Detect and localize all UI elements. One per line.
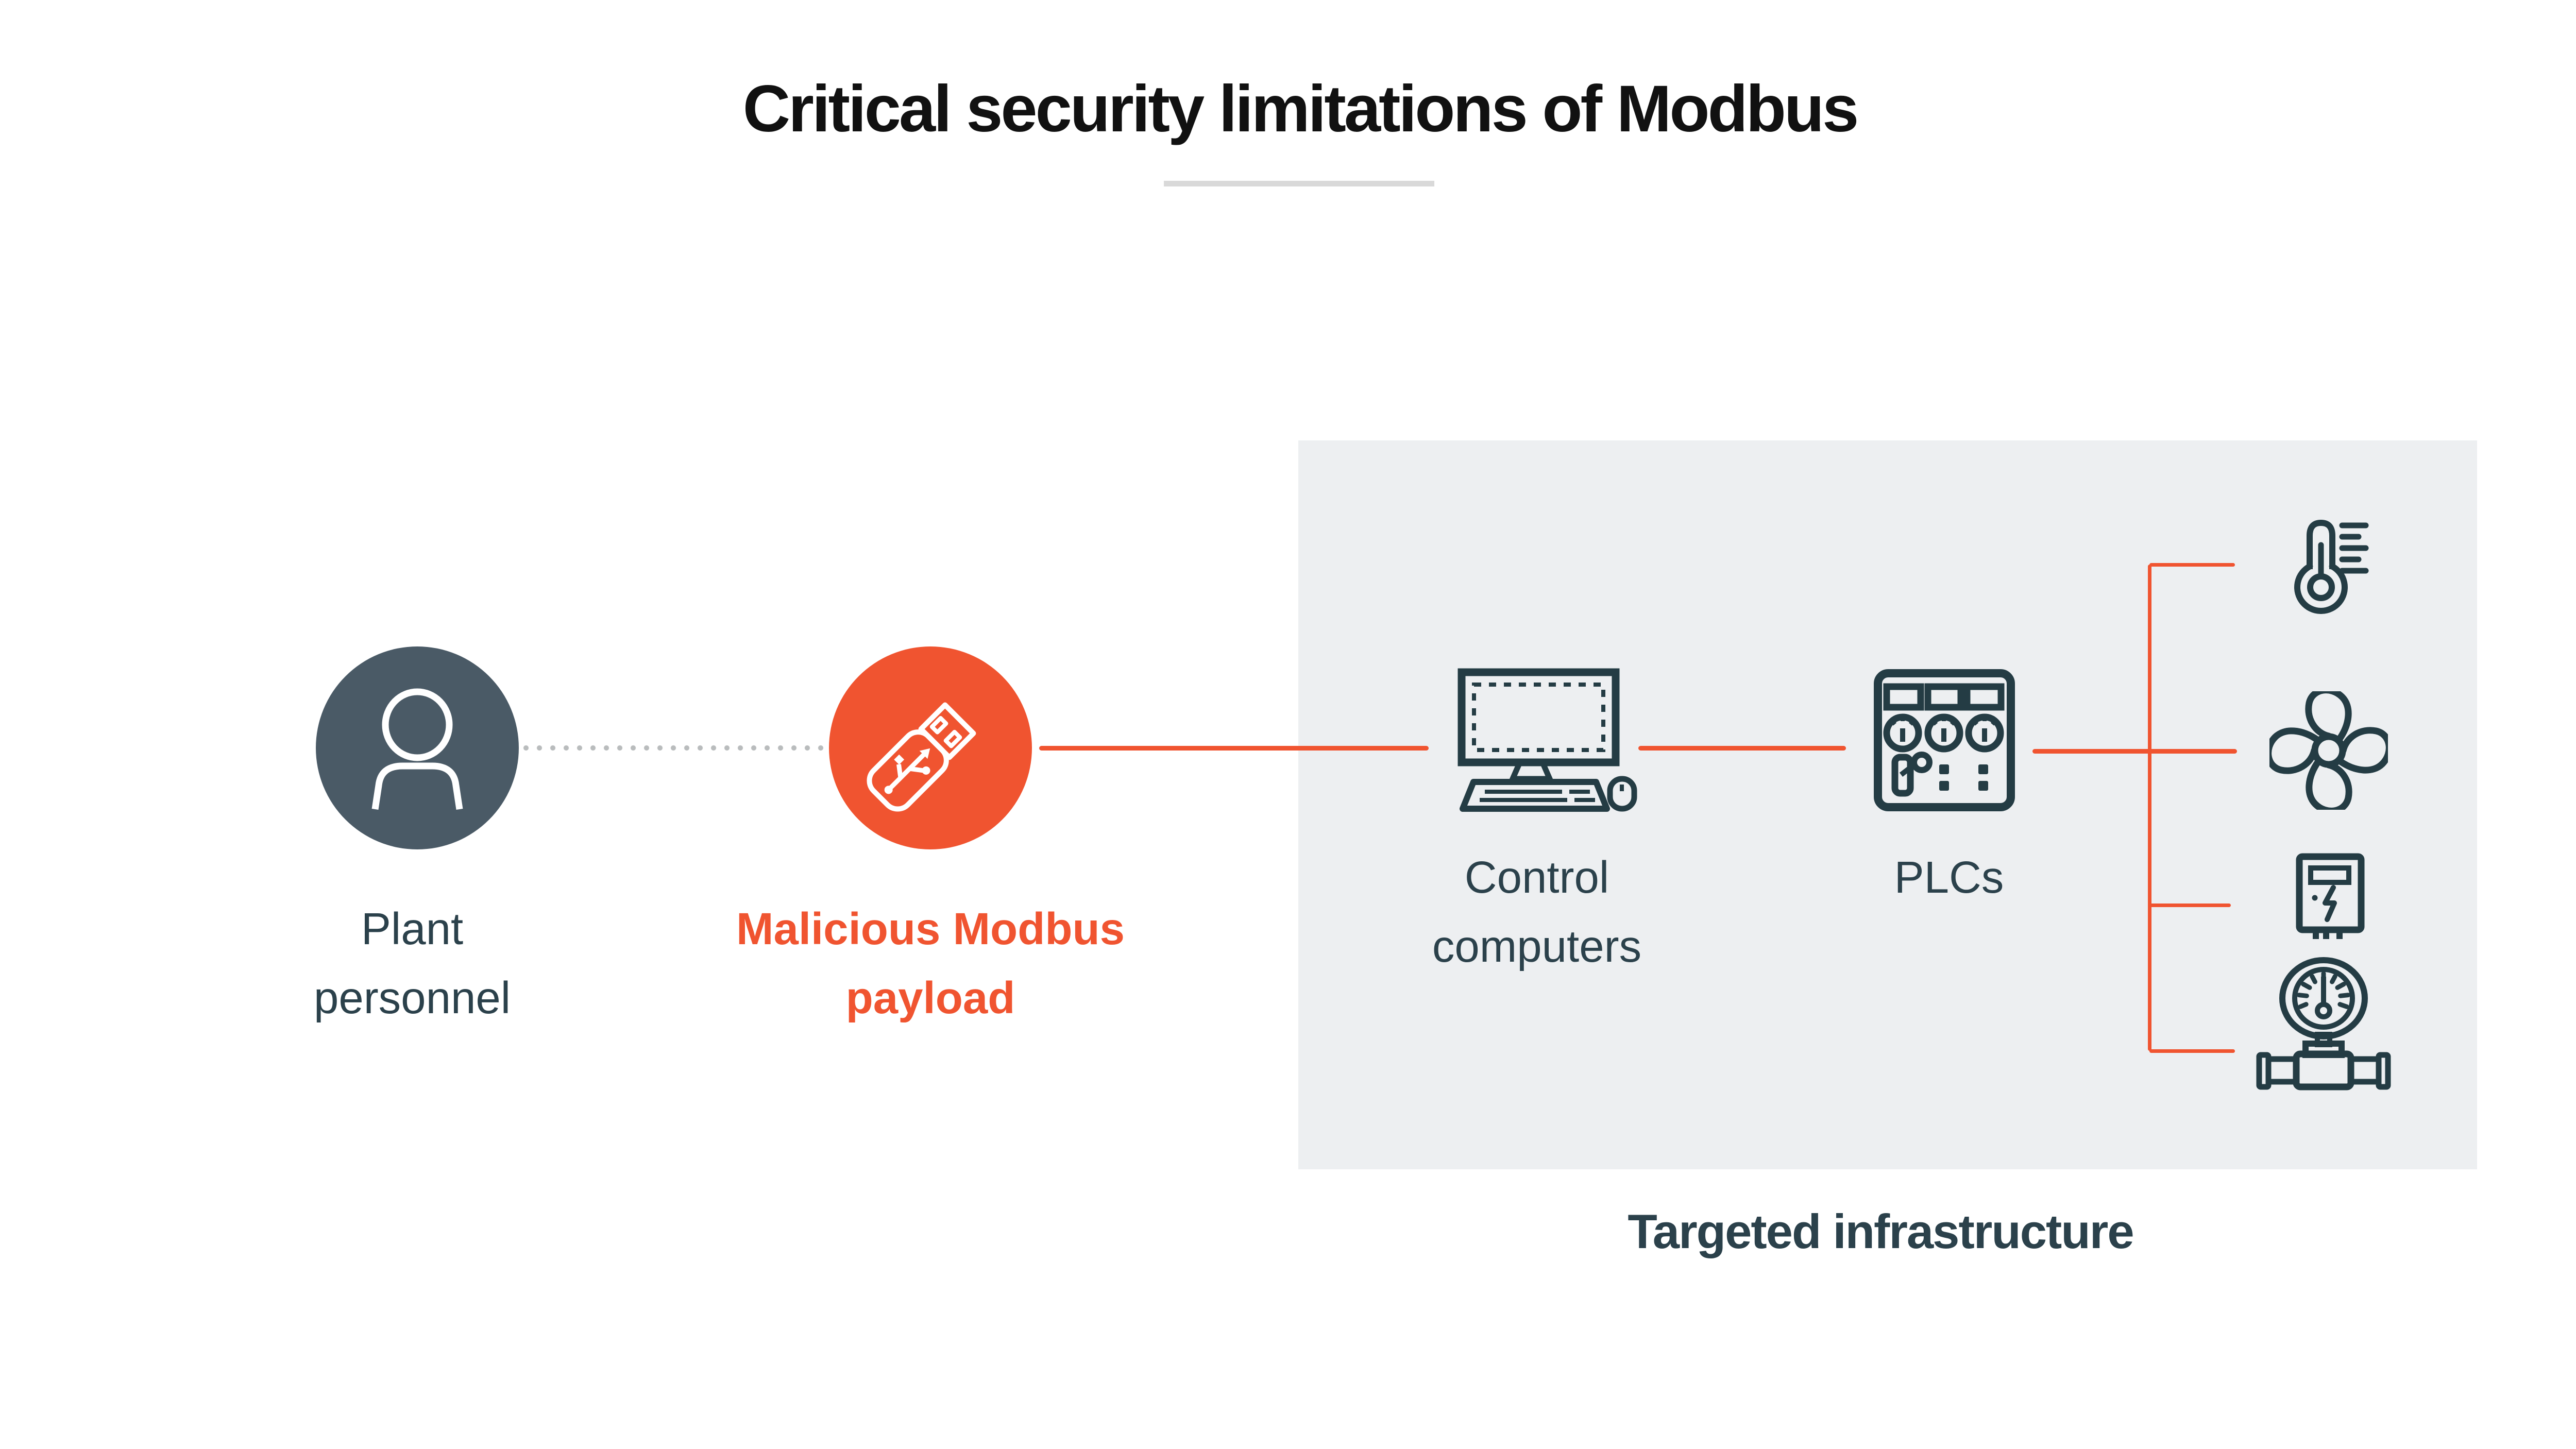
plcs-label: PLCs <box>1831 843 2067 912</box>
page-title: Critical security limitations of Modbus <box>742 72 1859 146</box>
label-line: Control <box>1464 853 1609 902</box>
label-line: payload <box>845 973 1015 1023</box>
malicious-payload-node <box>829 646 1032 849</box>
connector-personnel-to-payload <box>523 745 824 751</box>
plant-personnel-node <box>316 646 519 849</box>
usb-drive-icon <box>867 702 976 812</box>
branch-to-electricity-meter <box>2149 904 2231 907</box>
electricity-meter-icon <box>2296 853 2365 939</box>
branch-to-thermometer <box>2149 563 2235 567</box>
desktop-computer-icon <box>1458 668 1637 812</box>
pressure-gauge-icon <box>2256 957 2391 1090</box>
connector-plc-to-devices <box>2032 749 2237 754</box>
connector-computers-to-plc <box>1638 746 1846 751</box>
label-line: computers <box>1432 922 1642 971</box>
label-line: Plant <box>361 904 464 954</box>
targeted-infrastructure-label: Targeted infrastructure <box>1628 1204 2134 1258</box>
malicious-payload-label: Malicious Modbus payload <box>704 895 1157 1033</box>
thermometer-icon <box>2294 519 2369 615</box>
label-line: PLCs <box>1894 853 2004 902</box>
label-line: personnel <box>313 973 511 1023</box>
connector-payload-to-computers <box>1039 746 1429 751</box>
label-line: Malicious Modbus <box>736 904 1125 954</box>
plant-personnel-label: Plant personnel <box>232 895 592 1033</box>
device-bracket-line <box>2148 565 2151 1051</box>
person-icon <box>371 688 463 810</box>
branch-to-pressure-gauge <box>2149 1049 2235 1053</box>
control-computers-label: Control computers <box>1393 843 1681 981</box>
fan-icon <box>2269 691 2388 810</box>
title-divider <box>1164 181 1434 186</box>
plc-panel-icon <box>1874 669 2015 811</box>
